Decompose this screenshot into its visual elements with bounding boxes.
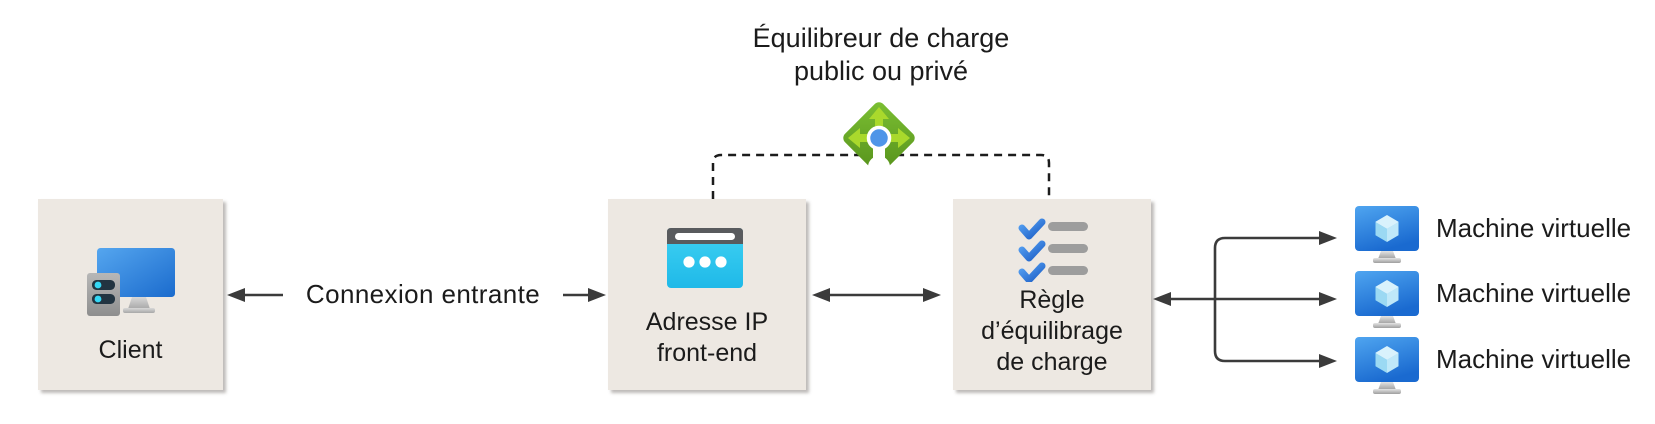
vm-branch-line xyxy=(1213,236,1322,363)
frontend-ip-label: Adresse IP front-end xyxy=(645,308,769,367)
load-balancer-icon xyxy=(839,100,919,189)
lb-rule-label: Règle d’équilibrage de charge xyxy=(981,286,1123,376)
virtual-machine-icon xyxy=(1355,337,1419,394)
checklist-icon xyxy=(1018,218,1088,287)
vm-row: Machine virtuelle xyxy=(1355,206,1631,264)
vm-label: Machine virtuelle xyxy=(1436,344,1632,374)
client-label: Client xyxy=(98,336,163,364)
vm-label: Machine virtuelle xyxy=(1436,278,1632,308)
arrow-frontend-rule xyxy=(812,288,941,302)
vm-row: Machine virtuelle xyxy=(1355,271,1631,329)
arrow-client-frontend xyxy=(227,288,606,302)
browser-window-icon xyxy=(667,228,743,293)
frontend-ip-node: Adresse IP front-end xyxy=(608,199,806,390)
vm-row: Machine virtuelle xyxy=(1355,337,1631,395)
client-computer-icon xyxy=(87,248,175,321)
arrow-rule-vms xyxy=(1153,231,1337,368)
virtual-machine-icon xyxy=(1355,271,1419,328)
dashed-connector xyxy=(711,153,1051,199)
vm-label: Machine virtuelle xyxy=(1436,213,1632,243)
lb-rule-node: Règle d’équilibrage de charge xyxy=(953,199,1151,390)
client-node: Client xyxy=(38,199,223,390)
connection-label: Connexion entrante xyxy=(305,279,541,309)
virtual-machine-icon xyxy=(1355,206,1419,263)
diagram-title: Équilibreur de charge public ou privé xyxy=(752,23,1010,86)
